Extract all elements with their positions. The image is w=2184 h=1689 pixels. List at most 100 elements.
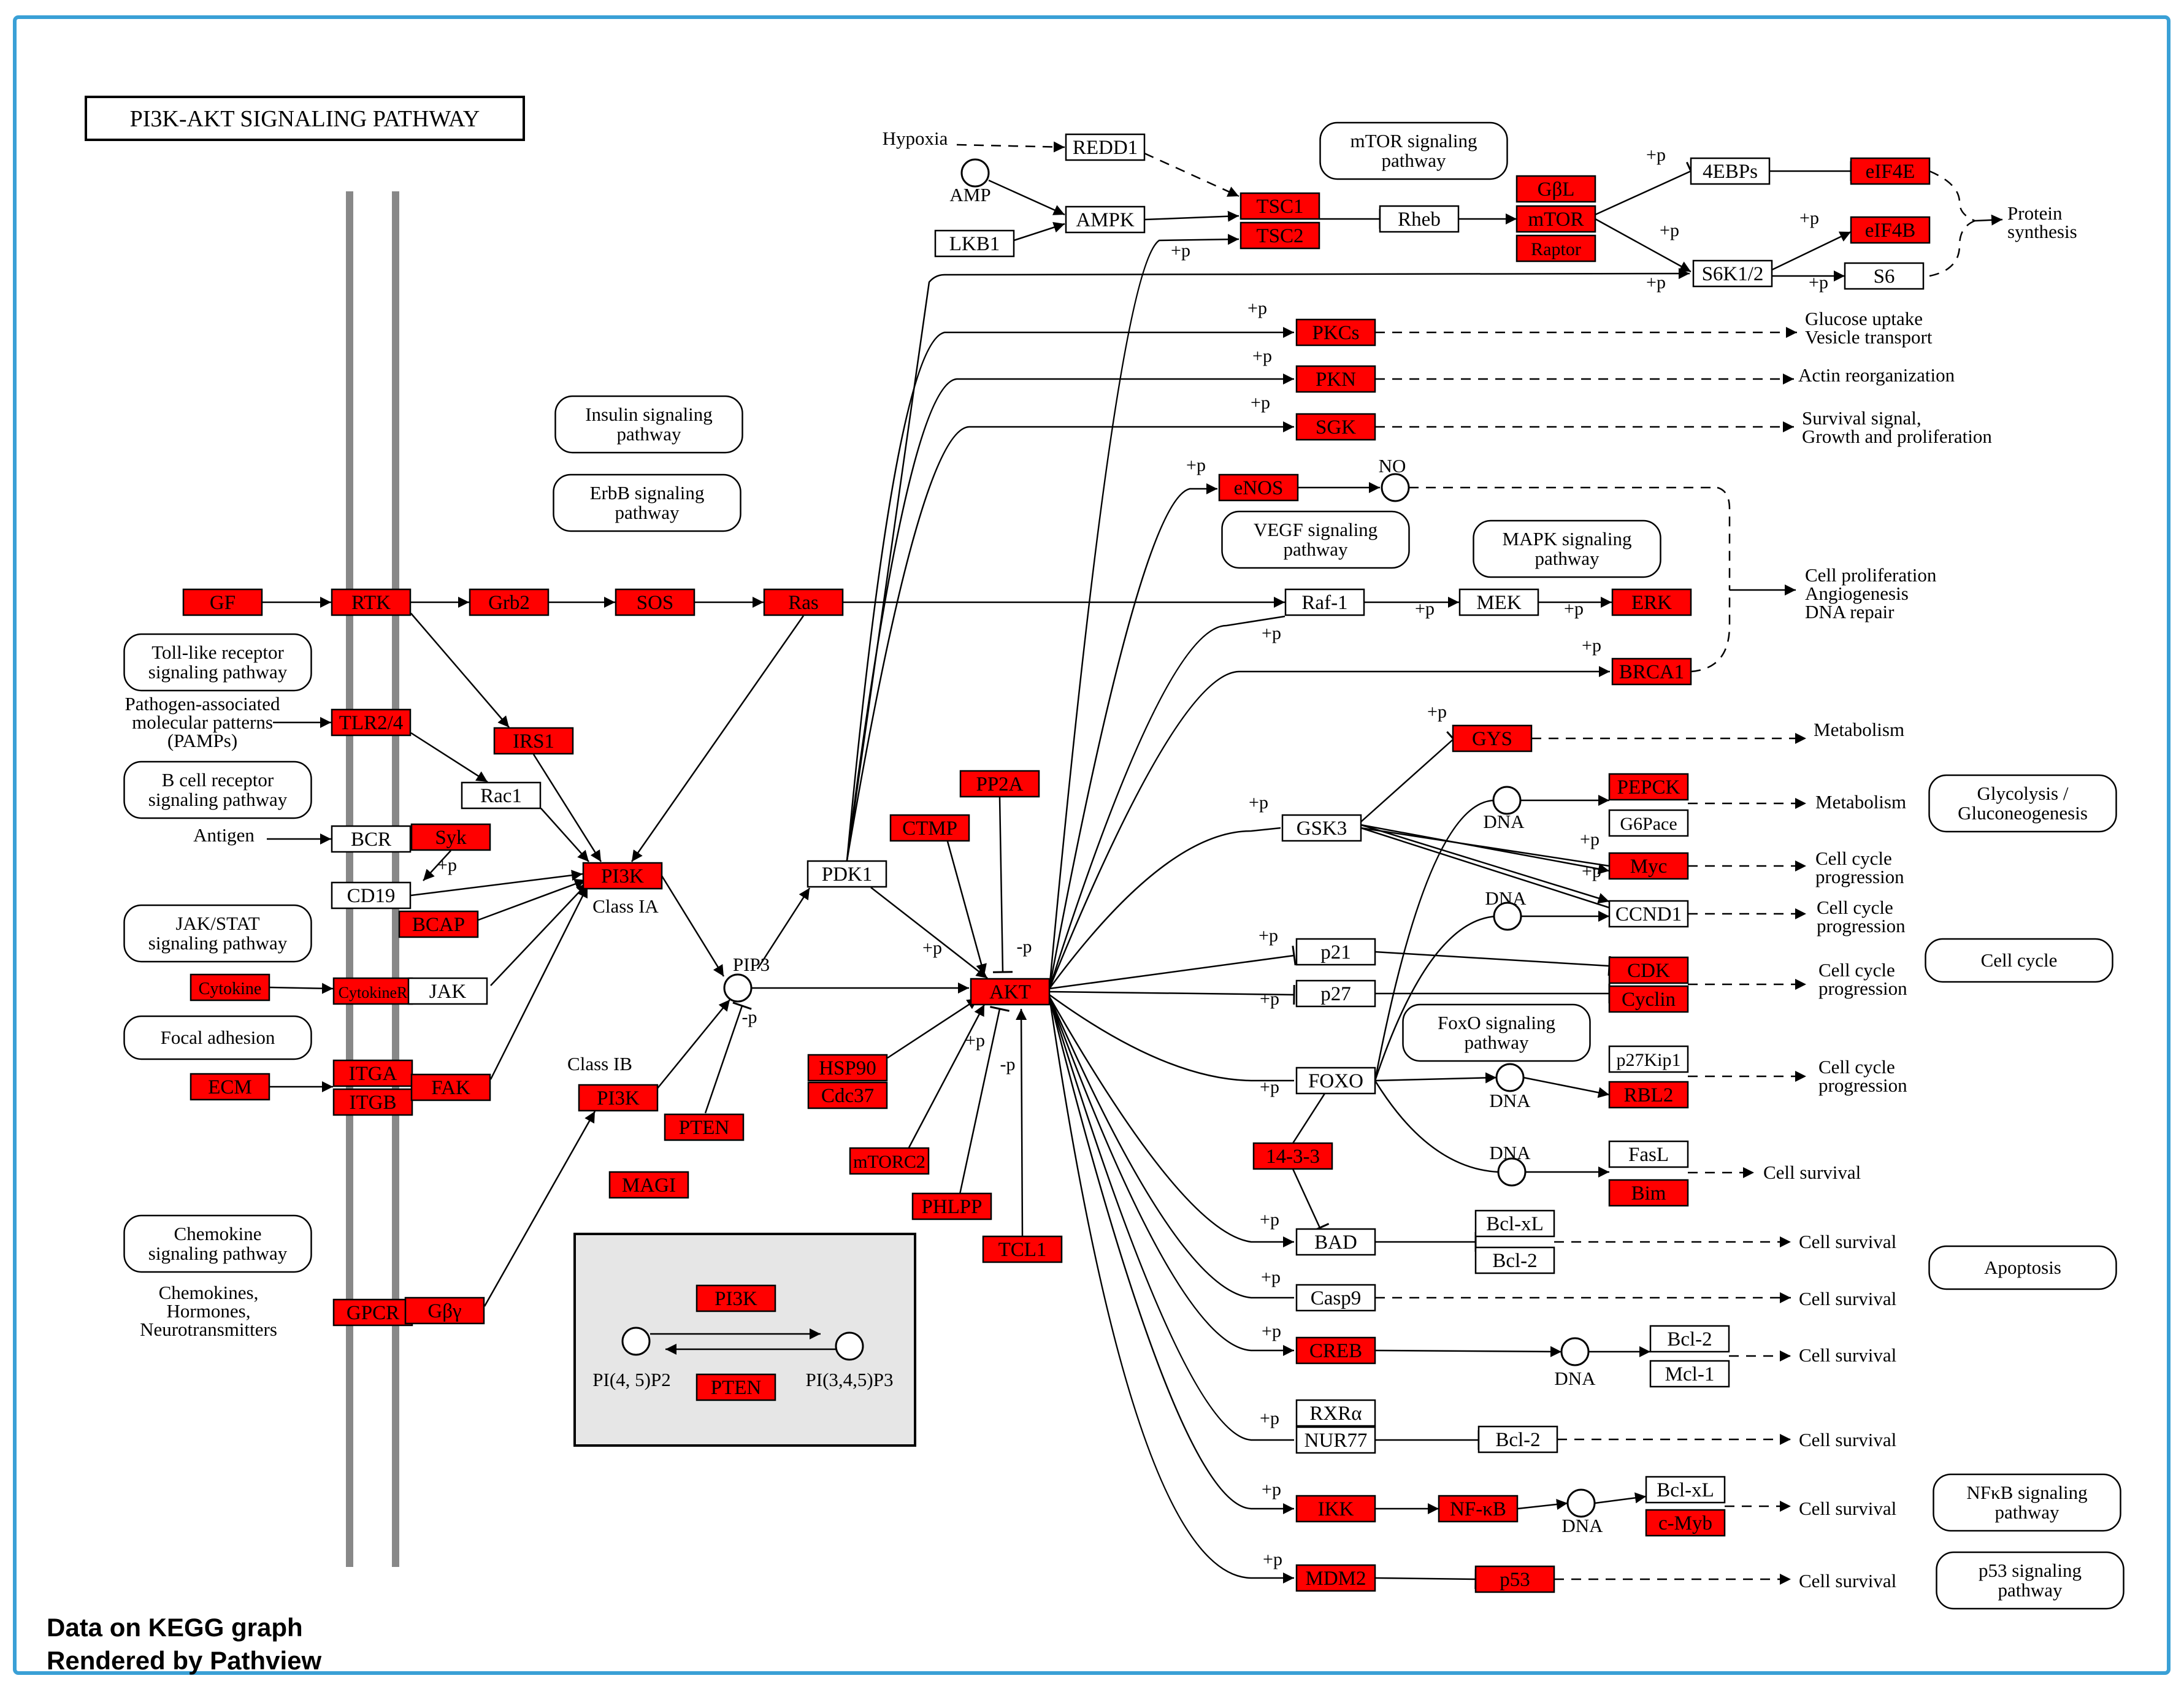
- gene-node-irs1[interactable]: IRS1: [493, 727, 574, 755]
- gene-node-mek[interactable]: MEK: [1458, 588, 1539, 616]
- gene-node-mtor[interactable]: mTOR: [1515, 205, 1596, 233]
- gene-node-creb[interactable]: CREB: [1295, 1336, 1376, 1365]
- gene-node-bcl2b[interactable]: Bcl-2: [1649, 1325, 1730, 1353]
- gene-node-ctmp[interactable]: CTMP: [889, 814, 970, 842]
- gene-node-p21[interactable]: p21: [1295, 938, 1376, 966]
- gene-node-gbl[interactable]: GβL: [1515, 175, 1596, 203]
- gene-node-mdm2[interactable]: MDM2: [1295, 1564, 1376, 1592]
- gene-node-tcl1[interactable]: TCL1: [982, 1235, 1063, 1263]
- gene-node-gpcr[interactable]: GPCR: [332, 1298, 413, 1327]
- gene-node-foxo[interactable]: FOXO: [1295, 1067, 1376, 1095]
- gene-node-itgb[interactable]: ITGB: [332, 1088, 413, 1116]
- gene-node-sos[interactable]: SOS: [615, 588, 695, 616]
- gene-node-fak[interactable]: FAK: [410, 1073, 491, 1101]
- pathway-link-cellcycle[interactable]: Cell cycle: [1925, 938, 2113, 983]
- gene-node-enos[interactable]: eNOS: [1218, 473, 1299, 502]
- gene-node-tsc1[interactable]: TSC1: [1240, 192, 1320, 220]
- gene-node-pdk1[interactable]: PDK1: [807, 860, 887, 888]
- gene-node-1433[interactable]: 14-3-3: [1252, 1142, 1333, 1170]
- gene-node-ecm[interactable]: ECM: [190, 1073, 270, 1101]
- gene-node-rheb[interactable]: Rheb: [1379, 205, 1460, 233]
- gene-node-ampk[interactable]: AMPK: [1065, 205, 1146, 234]
- gene-node-raf1[interactable]: Raf-1: [1284, 588, 1365, 616]
- gene-node-raptor[interactable]: Raptor: [1515, 234, 1596, 262]
- gene-node-syk[interactable]: Syk: [410, 823, 491, 851]
- gene-node-bim[interactable]: Bim: [1608, 1179, 1689, 1207]
- gene-node-erk[interactable]: ERK: [1611, 588, 1692, 616]
- gene-node-bcap[interactable]: BCAP: [398, 910, 479, 938]
- gene-node-cd19[interactable]: CD19: [331, 881, 412, 910]
- gene-node-itga[interactable]: ITGA: [332, 1059, 413, 1087]
- gene-node-fasl[interactable]: FasL: [1608, 1140, 1689, 1168]
- gene-node-akt[interactable]: AKT: [970, 978, 1051, 1006]
- gene-node-bclxl[interactable]: Bcl-xL: [1474, 1209, 1555, 1238]
- gene-node-gf[interactable]: GF: [182, 588, 263, 616]
- gene-node-4ebps[interactable]: 4EBPs: [1690, 157, 1771, 185]
- gene-node-rac1[interactable]: Rac1: [461, 781, 542, 810]
- gene-node-cytokiner[interactable]: CytokineR: [332, 977, 413, 1005]
- gene-node-grb2[interactable]: Grb2: [469, 588, 550, 616]
- gene-node-leg-pi3k[interactable]: PI3K: [695, 1284, 776, 1312]
- gene-node-sgk[interactable]: SGK: [1295, 413, 1376, 441]
- gene-node-bad[interactable]: BAD: [1295, 1228, 1376, 1256]
- gene-node-p53[interactable]: p53: [1474, 1565, 1555, 1593]
- gene-node-p27[interactable]: p27: [1295, 979, 1376, 1008]
- pathway-link-focal[interactable]: Focal adhesion: [123, 1015, 312, 1060]
- gene-node-lkb1[interactable]: LKB1: [934, 229, 1015, 258]
- gene-node-g6pace[interactable]: G6Pace: [1608, 809, 1689, 837]
- gene-node-redd1[interactable]: REDD1: [1065, 133, 1146, 161]
- gene-node-magi[interactable]: MAGI: [608, 1171, 689, 1199]
- gene-node-cytokine[interactable]: Cytokine: [190, 973, 270, 1002]
- gene-node-bcl2c[interactable]: Bcl-2: [1477, 1425, 1558, 1453]
- gene-node-mcl1[interactable]: Mcl-1: [1649, 1360, 1730, 1388]
- gene-node-cdc37[interactable]: Cdc37: [807, 1081, 888, 1109]
- gene-node-ikk[interactable]: IKK: [1295, 1495, 1376, 1523]
- gene-node-tlr[interactable]: TLR2/4: [331, 708, 412, 737]
- gene-node-mtorc2[interactable]: mTORC2: [849, 1147, 930, 1175]
- gene-node-phlpp[interactable]: PHLPP: [911, 1192, 992, 1220]
- gene-node-eif4e[interactable]: eIF4E: [1850, 157, 1931, 185]
- gene-node-bcr[interactable]: BCR: [331, 825, 412, 853]
- gene-node-eif4b[interactable]: eIF4B: [1850, 216, 1931, 244]
- gene-node-hsp90[interactable]: HSP90: [807, 1054, 888, 1082]
- pathway-link-apoptosis[interactable]: Apoptosis: [1928, 1245, 2117, 1290]
- gene-node-bcl2a[interactable]: Bcl-2: [1474, 1246, 1555, 1274]
- gene-node-ccnd1[interactable]: CCND1: [1608, 900, 1689, 928]
- gene-node-rbl2[interactable]: RBL2: [1608, 1081, 1689, 1109]
- gene-node-nfkb[interactable]: NF-κB: [1438, 1495, 1519, 1523]
- gene-node-cyclin[interactable]: Cyclin: [1608, 985, 1689, 1013]
- gene-node-casp9[interactable]: Casp9: [1295, 1284, 1376, 1312]
- gene-node-pkcs[interactable]: PKCs: [1295, 318, 1376, 347]
- gene-node-nur77[interactable]: NUR77: [1295, 1426, 1376, 1454]
- gene-node-pten[interactable]: PTEN: [664, 1113, 745, 1141]
- gene-node-cmyb[interactable]: c-Myb: [1645, 1509, 1726, 1537]
- gene-node-pepck[interactable]: PEPCK: [1608, 773, 1689, 801]
- gene-node-brca1[interactable]: BRCA1: [1611, 657, 1692, 686]
- gene-node-bclxl2[interactable]: Bcl-xL: [1645, 1476, 1726, 1504]
- gene-node-leg-pten[interactable]: PTEN: [695, 1373, 776, 1401]
- gene-node-pp2a[interactable]: PP2A: [959, 770, 1040, 798]
- gene-node-myc[interactable]: Myc: [1608, 852, 1689, 880]
- gene-node-ras[interactable]: Ras: [763, 588, 844, 616]
- gene-node-s6k[interactable]: S6K1/2: [1692, 259, 1773, 288]
- gene-node-p27kip1[interactable]: p27Kip1: [1608, 1045, 1689, 1073]
- gene-node-s6[interactable]: S6: [1844, 262, 1925, 290]
- gene-node-cdk[interactable]: CDK: [1608, 956, 1689, 984]
- gene-node-pkn[interactable]: PKN: [1295, 365, 1376, 393]
- gene-node-gsk3[interactable]: GSK3: [1281, 814, 1362, 842]
- gene-node-rxra[interactable]: RXRα: [1295, 1399, 1376, 1427]
- gene-node-pi3k[interactable]: PI3K: [582, 862, 663, 890]
- gene-node-tsc2[interactable]: TSC2: [1240, 221, 1320, 250]
- pathway-link-glyco[interactable]: Glycolysis /Gluconeogenesis: [1928, 774, 2117, 833]
- gene-node-gys[interactable]: GYS: [1452, 724, 1533, 753]
- gene-node-jak[interactable]: JAK: [407, 977, 488, 1005]
